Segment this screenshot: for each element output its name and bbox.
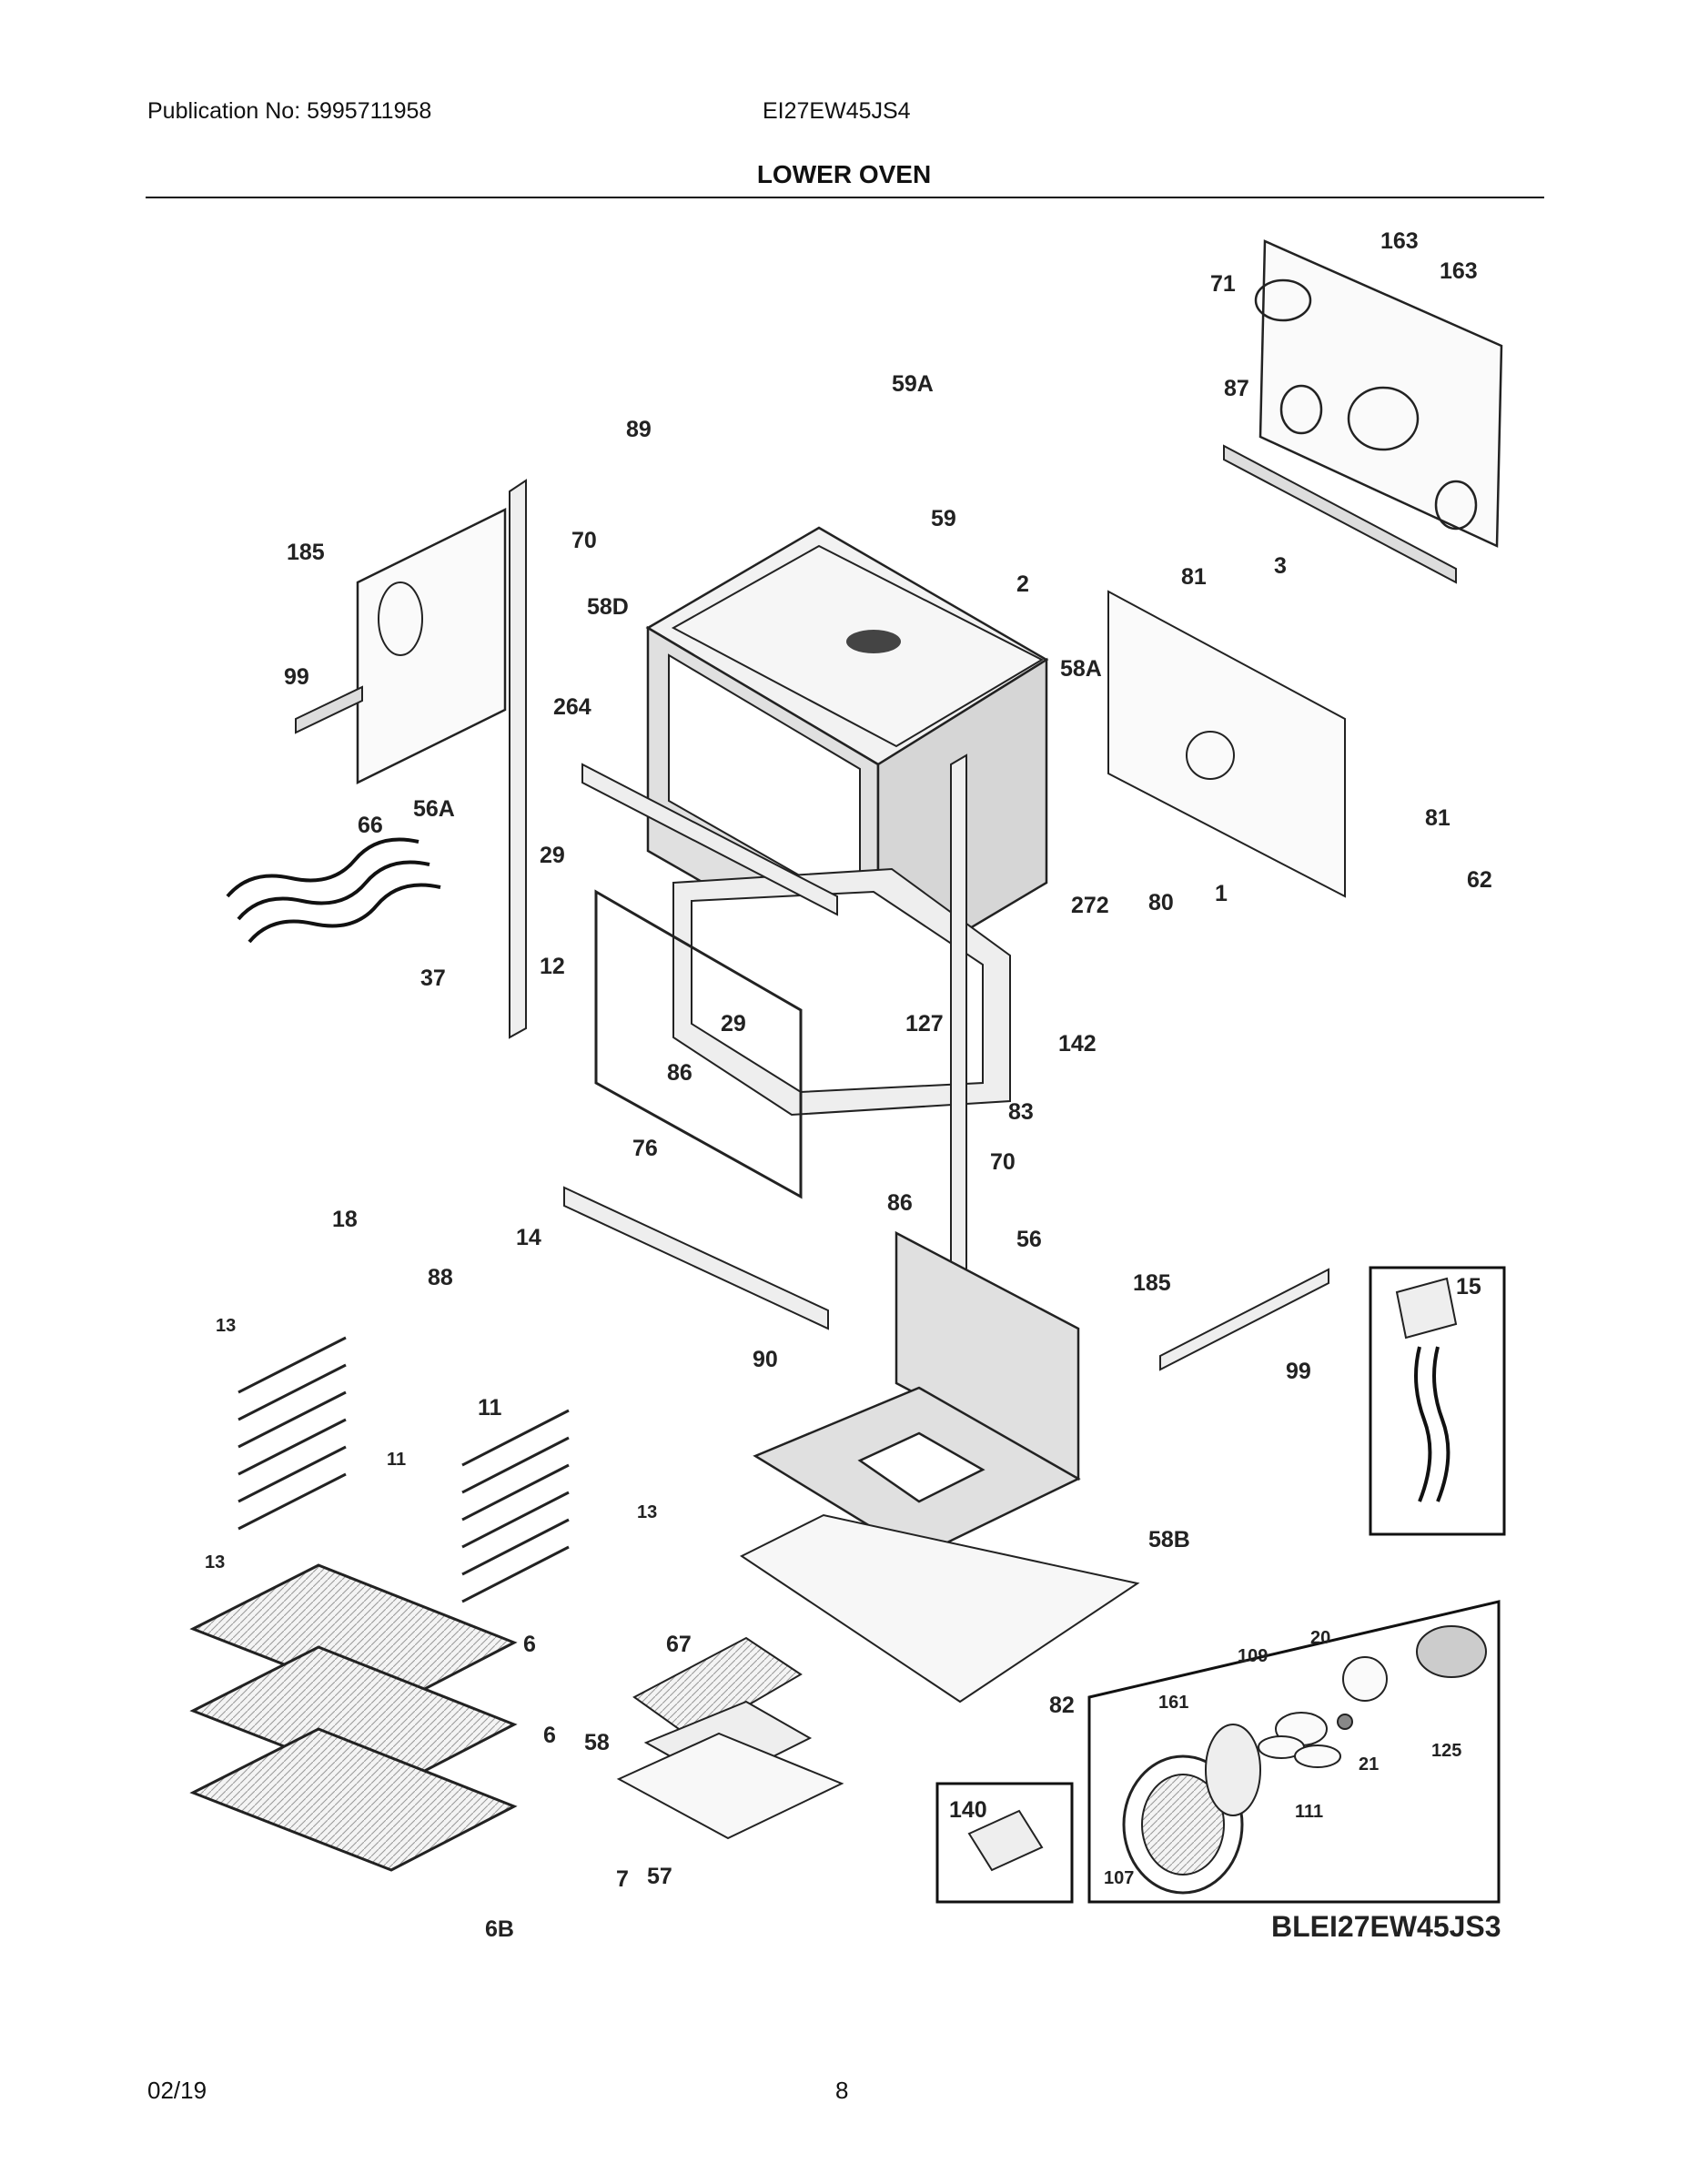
rear-panel xyxy=(1258,239,1503,548)
part-label: 58D xyxy=(587,594,629,620)
part-label: 29 xyxy=(721,1011,746,1036)
part-label: 7 xyxy=(616,1866,629,1892)
part-label: 99 xyxy=(1286,1359,1311,1384)
part-label: 185 xyxy=(1133,1270,1171,1296)
part-label: 57 xyxy=(647,1864,672,1889)
control-panel xyxy=(1107,590,1346,898)
part-label: 185 xyxy=(287,540,325,565)
part-label: 161 xyxy=(1158,1693,1188,1713)
part-label: 71 xyxy=(1210,271,1236,297)
part-label: 107 xyxy=(1104,1868,1134,1888)
part-label: 13 xyxy=(637,1502,657,1522)
part-label: 81 xyxy=(1425,805,1450,831)
part-label: 6 xyxy=(543,1723,556,1748)
title-divider xyxy=(146,197,1544,198)
part-label: 163 xyxy=(1380,228,1419,254)
diagram-code: BLEI27EW45JS3 xyxy=(1271,1910,1501,1943)
part-label: 86 xyxy=(887,1190,913,1216)
part-label: 56 xyxy=(1016,1227,1042,1252)
part-labels: 163 163 71 87 59A 89 59 185 70 2 58D 81 … xyxy=(205,228,1492,1942)
part-label: 127 xyxy=(905,1011,944,1036)
inner-liner xyxy=(672,867,1011,1117)
part-label: 83 xyxy=(1008,1099,1034,1125)
part-label: 29 xyxy=(540,843,565,868)
part-label: 11 xyxy=(387,1450,406,1470)
part-label: 14 xyxy=(516,1225,541,1250)
part-label: 59A xyxy=(892,371,934,397)
part-label: 1 xyxy=(1215,881,1228,906)
publication-number: Publication No: 5995711958 xyxy=(147,98,432,124)
part-label: 21 xyxy=(1359,1754,1379,1774)
part-label: 142 xyxy=(1058,1031,1097,1057)
footer-date: 02/19 xyxy=(147,2077,207,2104)
part-label: 58B xyxy=(1148,1527,1190,1552)
part-label: 11 xyxy=(478,1395,502,1421)
page-title: LOWER OVEN xyxy=(756,160,932,188)
part-label: 86 xyxy=(667,1060,692,1086)
part-label: 59 xyxy=(931,506,956,531)
part-label: 99 xyxy=(284,664,309,690)
part-label: 13 xyxy=(205,1552,225,1572)
model-number: EI27EW45JS4 xyxy=(763,98,911,124)
part-label: 12 xyxy=(540,954,565,979)
inset-box-140 xyxy=(935,1782,1074,1904)
part-label: 6 xyxy=(523,1632,536,1657)
part-label: 62 xyxy=(1467,867,1492,893)
part-label: 2 xyxy=(1016,571,1029,597)
bottom-tray xyxy=(740,1513,1140,1704)
part-label: 81 xyxy=(1181,564,1207,590)
part-label: 67 xyxy=(666,1632,692,1657)
oven-racks xyxy=(189,1563,518,1872)
part-label: 89 xyxy=(626,417,652,442)
part-label: 3 xyxy=(1274,553,1287,579)
part-label: 82 xyxy=(1049,1693,1075,1718)
part-label: 15 xyxy=(1456,1274,1481,1299)
part-label: 90 xyxy=(753,1347,778,1372)
part-label: 272 xyxy=(1071,893,1109,918)
left-side-panel xyxy=(356,507,507,785)
part-label: 88 xyxy=(428,1265,453,1290)
part-label: 66 xyxy=(358,813,383,838)
part-label: 87 xyxy=(1224,376,1249,401)
door-frame xyxy=(594,889,803,1199)
part-label: 70 xyxy=(571,528,597,553)
footer-page-number: 8 xyxy=(835,2077,849,2104)
part-label: 140 xyxy=(949,1797,987,1823)
part-label: 264 xyxy=(553,694,591,720)
broil-element xyxy=(226,837,441,944)
part-label: 80 xyxy=(1148,890,1174,915)
part-label: 56A xyxy=(413,796,455,822)
part-label: 6B xyxy=(485,1916,514,1942)
part-label: 125 xyxy=(1431,1741,1461,1761)
part-label: 13 xyxy=(216,1316,236,1336)
part-label: 109 xyxy=(1238,1646,1268,1666)
front-trim xyxy=(753,1230,1081,1558)
part-label: 76 xyxy=(632,1136,658,1161)
part-label: 163 xyxy=(1440,258,1478,284)
part-label: 37 xyxy=(420,966,446,991)
part-label: 58A xyxy=(1060,656,1102,682)
part-label: 70 xyxy=(990,1149,1016,1175)
part-label: 58 xyxy=(584,1730,610,1755)
part-label: 20 xyxy=(1310,1628,1330,1648)
part-label: 111 xyxy=(1295,1802,1323,1822)
part-label: 18 xyxy=(332,1207,358,1232)
